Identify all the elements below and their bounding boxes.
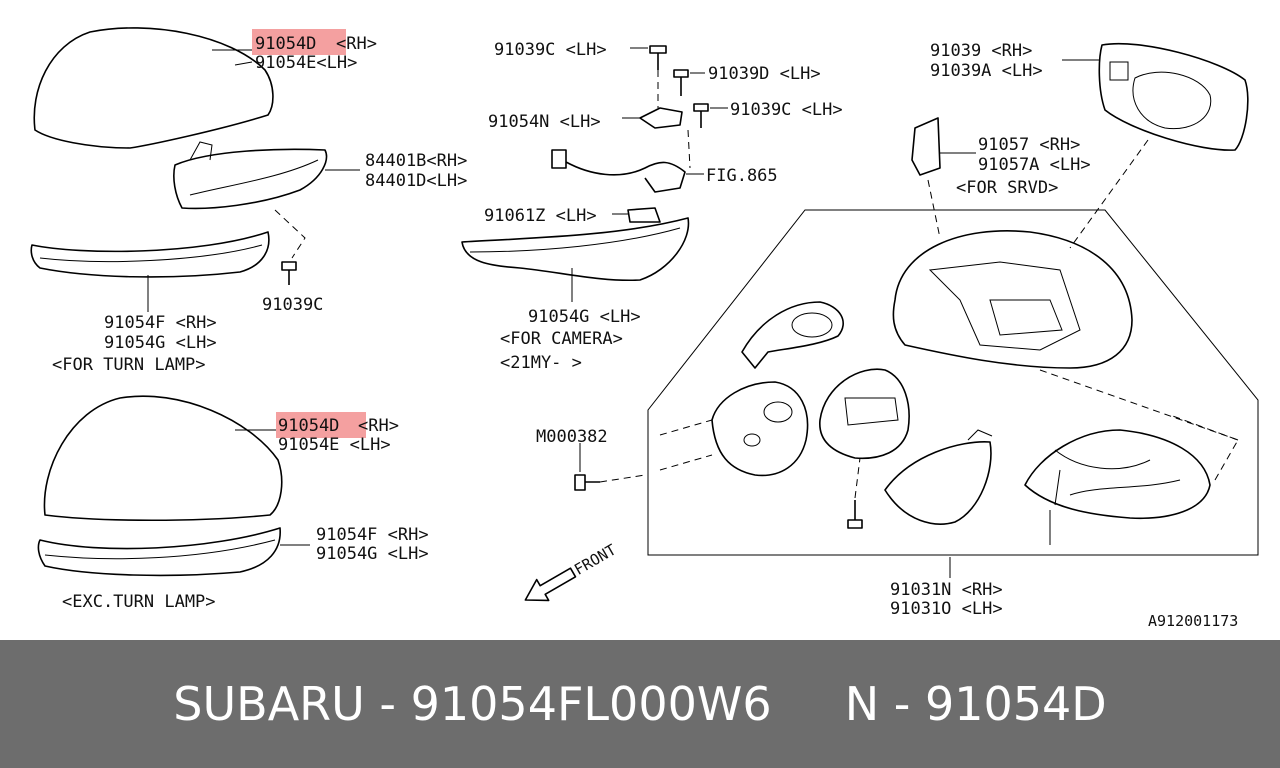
label-fig865[interactable]: FIG.865: [706, 166, 778, 186]
mount-screw[interactable]: [847, 500, 863, 529]
screw-m000382[interactable]: [574, 474, 600, 491]
label-lower-turn-rh[interactable]: 91054F <RH>: [104, 313, 217, 333]
label-mirror-rh[interactable]: 91039 <RH>: [930, 41, 1032, 61]
label-for-camera: <FOR CAMERA>: [500, 329, 623, 349]
lower-cover-part[interactable]: [884, 441, 992, 525]
srvd-part[interactable]: [911, 117, 941, 176]
label-front: FRONT: [571, 541, 619, 579]
label-lower-exc-rh[interactable]: 91054F <RH>: [316, 525, 429, 545]
label-camera-91061z[interactable]: 91061Z <LH>: [484, 206, 597, 226]
label-srvd-rh[interactable]: 91057 <RH>: [978, 135, 1080, 155]
bracket-91054n[interactable]: [639, 107, 683, 129]
screw-91039d[interactable]: [673, 69, 689, 96]
label-assembly-rh[interactable]: 91031N <RH>: [890, 580, 1003, 600]
part-number-footer: SUBARU - 91054FL000W6 N - 91054D: [0, 640, 1280, 768]
label-model-year: <21MY- >: [500, 353, 582, 373]
label-lamp-lh[interactable]: 84401D<LH>: [365, 171, 467, 191]
wire-harness[interactable]: [551, 149, 686, 193]
label-lamp-rh[interactable]: 84401B<RH>: [365, 151, 467, 171]
label-screw-91039c-top[interactable]: 91039C <LH>: [494, 40, 607, 60]
diagram-code: A912001173: [1148, 612, 1238, 630]
footer-part-numbers: SUBARU - 91054FL000W6 N - 91054D: [173, 677, 1107, 731]
camera-part-91061z[interactable]: [627, 207, 661, 223]
mirror-cover-top[interactable]: [33, 27, 274, 149]
highlight-91054d-top: [252, 29, 346, 55]
highlight-91054d-bottom: [276, 412, 366, 438]
screw-91039c-left[interactable]: [281, 261, 297, 285]
base-plate[interactable]: [711, 381, 809, 477]
lower-trim-turn-lamp[interactable]: [30, 231, 270, 278]
label-mirror-lh[interactable]: 91039A <LH>: [930, 61, 1043, 81]
label-srvd-lh[interactable]: 91057A <LH>: [978, 155, 1091, 175]
turn-lamp[interactable]: [173, 148, 328, 210]
label-for-srvd: <FOR SRVD>: [956, 178, 1058, 198]
mirror-glass[interactable]: [1098, 42, 1249, 151]
label-exc-turn-lamp: <EXC.TURN LAMP>: [62, 592, 216, 612]
label-cover-top-part[interactable]: 91054D: [255, 34, 316, 54]
front-arrow: FRONT: [524, 541, 619, 602]
label-assembly-lh[interactable]: 91031O <LH>: [890, 599, 1003, 619]
label-screw-91039c-mid[interactable]: 91039C <LH>: [730, 100, 843, 120]
label-screw-91039c-left[interactable]: 91039C: [262, 295, 323, 315]
gasket-part[interactable]: [741, 301, 844, 369]
wire-assembly[interactable]: [1024, 429, 1211, 520]
label-cover-top-rh: <RH>: [336, 34, 377, 54]
label-m000382[interactable]: M000382: [536, 427, 608, 447]
label-camera-lower[interactable]: 91054G <LH>: [528, 307, 641, 327]
label-cover-bottom-lh[interactable]: 91054E <LH>: [278, 435, 391, 455]
screw-91039c-top[interactable]: [649, 45, 667, 70]
label-lower-turn-lh[interactable]: 91054G <LH>: [104, 333, 217, 353]
mirror-cover-bottom[interactable]: [43, 395, 283, 522]
parts-diagram: 91054D <RH> 91054E<LH> 84401B<RH> 84401D…: [30, 27, 1259, 630]
label-cover-bottom-rh: <RH>: [358, 416, 399, 436]
motor-actuator[interactable]: [819, 368, 910, 460]
label-bracket-91054n[interactable]: 91054N <LH>: [488, 112, 601, 132]
screw-91039c-mid[interactable]: [693, 103, 709, 128]
mirror-housing[interactable]: [892, 230, 1133, 369]
label-cover-bottom-part[interactable]: 91054D: [278, 416, 339, 436]
label-screw-91039d[interactable]: 91039D <LH>: [708, 64, 821, 84]
label-cover-top-lh[interactable]: 91054E<LH>: [255, 53, 357, 73]
lower-trim-camera[interactable]: [461, 217, 690, 282]
label-lower-exc-lh[interactable]: 91054G <LH>: [316, 544, 429, 564]
diagram-svg: 91054D <RH> 91054E<LH> 84401B<RH> 84401D…: [30, 27, 1259, 630]
lower-trim-exc-turn-lamp[interactable]: [37, 527, 281, 577]
assembly-box: [647, 209, 1259, 556]
label-for-turn-lamp: <FOR TURN LAMP>: [52, 355, 206, 375]
